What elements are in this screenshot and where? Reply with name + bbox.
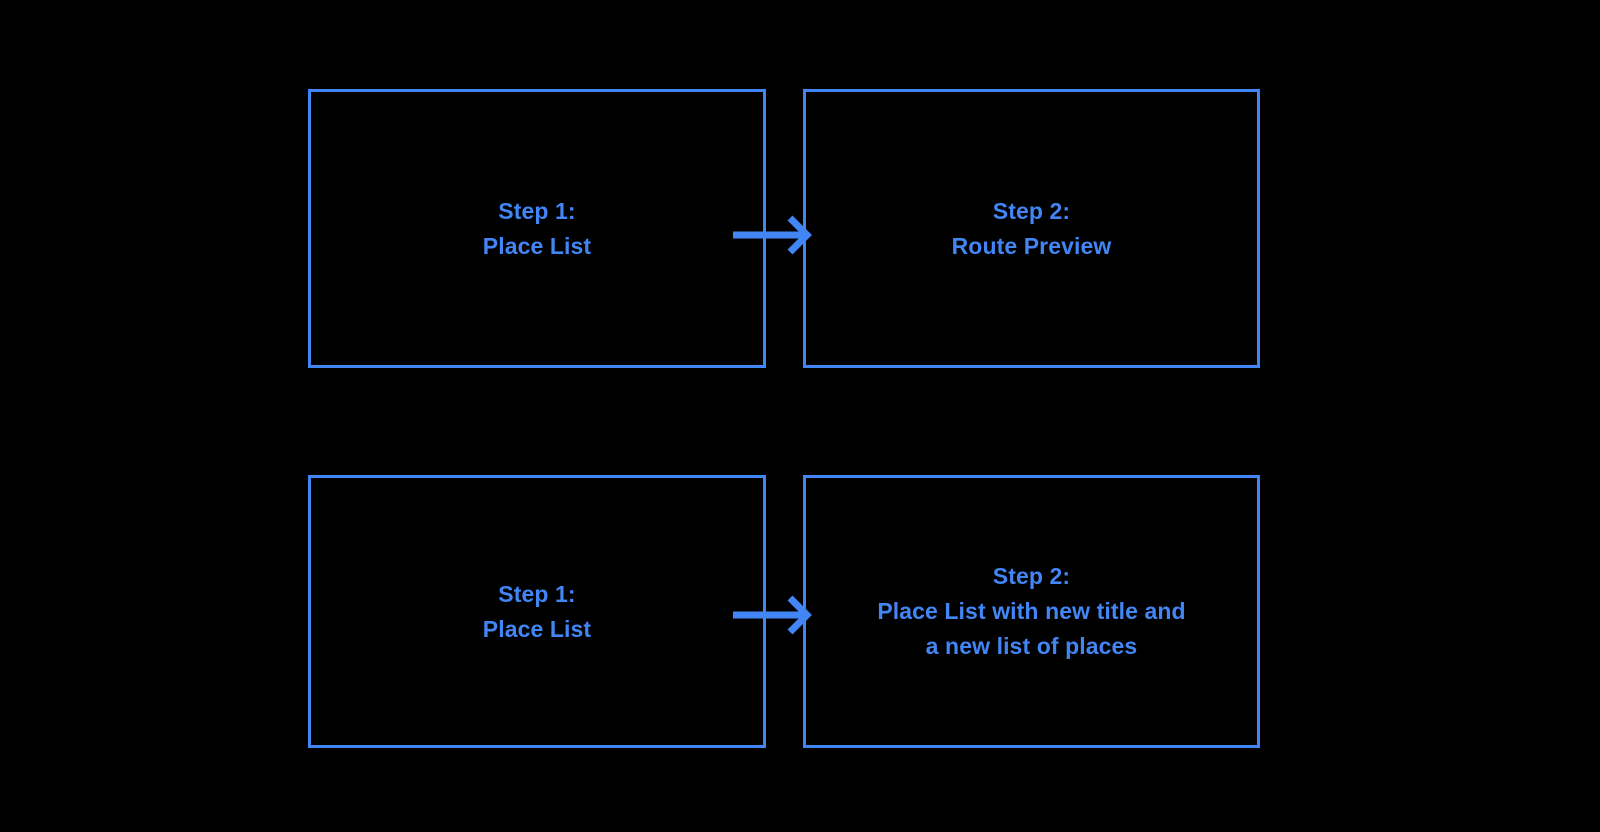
flow-arrow-row2 [733, 595, 812, 635]
flow-box-row1-step1[interactable]: Step 1: Place List [308, 89, 766, 368]
arrow-head-icon [787, 215, 812, 255]
flow-box-row1-step1-label: Step 1: Place List [482, 197, 592, 259]
flow-box-row2-step1[interactable]: Step 1: Place List [308, 475, 766, 748]
flow-box-row2-step2[interactable]: Step 2: Place List with new title and a … [803, 475, 1260, 748]
flow-box-row1-step2[interactable]: Step 2: Route Preview [803, 89, 1260, 368]
arrow-head-icon [787, 595, 812, 635]
flow-box-row1-step2-label: Step 2: Route Preview [951, 197, 1112, 259]
flow-box-row2-step2-label: Step 2: Place List with new title and a … [877, 563, 1186, 659]
flow-box-row2-step1-label: Step 1: Place List [482, 580, 592, 642]
flow-arrow-row1 [733, 215, 812, 255]
